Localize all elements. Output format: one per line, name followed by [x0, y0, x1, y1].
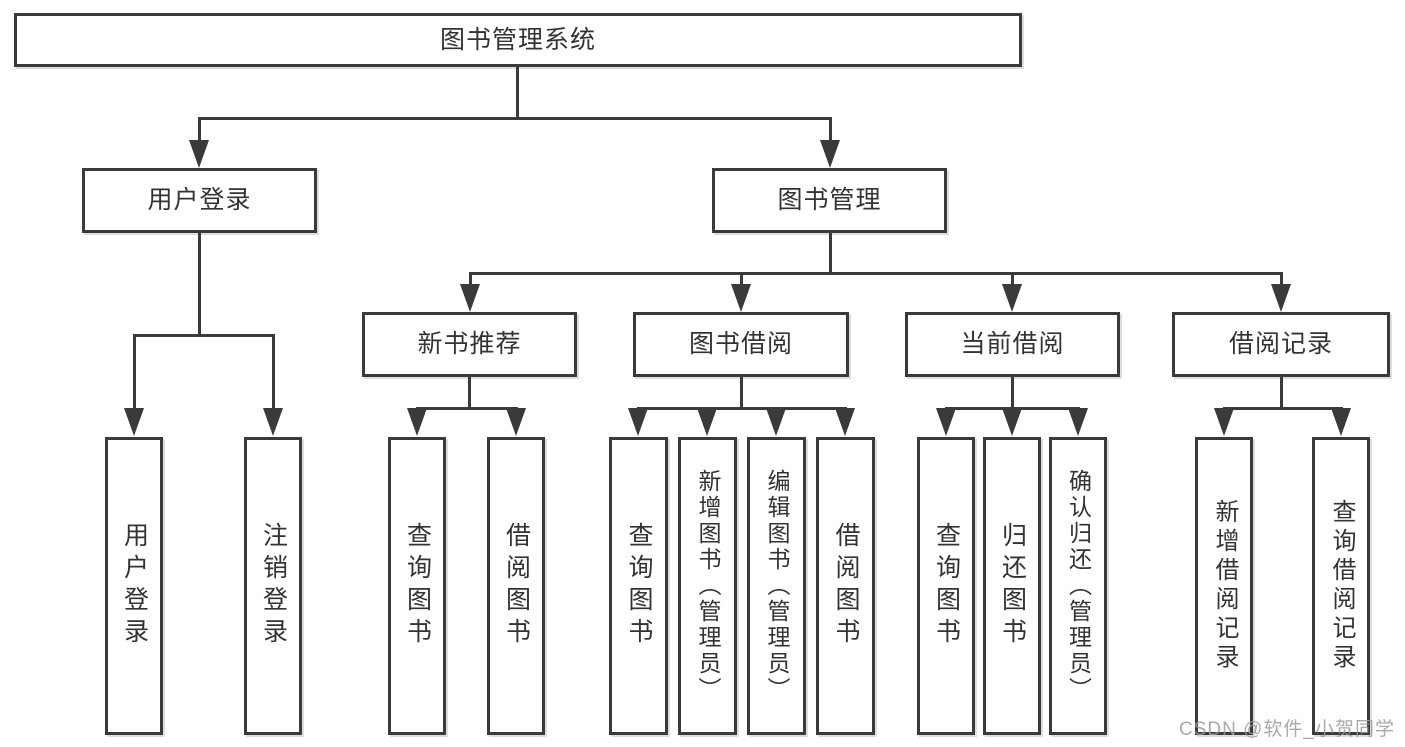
connector-line [1280, 377, 1283, 409]
node-new-book-recommend: 新书推荐 [362, 312, 577, 377]
connector-line [1011, 272, 1014, 286]
leaf-newbook-borrow-books: 借阅图书 [487, 437, 545, 735]
connector-line [133, 334, 275, 337]
connector-line [469, 272, 472, 286]
arrow-down-icon [1002, 284, 1022, 312]
arrow-down-icon [766, 408, 786, 436]
connector-line [133, 334, 136, 410]
connector-line [272, 334, 275, 410]
leaf-current-return-books: 归还图书 [983, 437, 1041, 735]
leaf-borrow-query-books: 查询图书 [609, 437, 668, 735]
connector-line [468, 377, 471, 409]
arrow-down-icon [628, 408, 648, 436]
leaf-borrow-edit-books-admin: 编辑图书（管理员） [747, 437, 806, 735]
connector-line [516, 67, 519, 119]
connector-line [829, 233, 832, 274]
connector-line [740, 272, 743, 286]
node-book-borrow: 图书借阅 [633, 312, 849, 377]
arrow-down-icon [189, 140, 209, 168]
connector-line [198, 117, 201, 143]
leaf-current-confirm-return-admin: 确认归还（管理员） [1049, 437, 1107, 735]
connector-line [1011, 377, 1014, 409]
arrow-down-icon [460, 284, 480, 312]
arrow-down-icon [506, 408, 526, 436]
arrow-down-icon [124, 408, 144, 436]
arrow-down-icon [936, 408, 956, 436]
leaf-borrow-add-books-admin: 新增图书（管理员） [678, 437, 737, 735]
node-user-login: 用户登录 [82, 168, 317, 233]
connector-line [416, 407, 518, 410]
node-root: 图书管理系统 [14, 13, 1022, 67]
connector-line [829, 117, 832, 143]
leaf-record-add-borrow-record: 新增借阅记录 [1195, 437, 1253, 735]
arrow-down-icon [1214, 408, 1234, 436]
leaf-newbook-query-books: 查询图书 [388, 437, 446, 735]
arrow-down-icon [1331, 408, 1351, 436]
arrow-down-icon [731, 284, 751, 312]
connector-line [198, 233, 201, 336]
arrow-down-icon [697, 408, 717, 436]
arrow-down-icon [1002, 408, 1022, 436]
connector-line [637, 407, 847, 410]
leaf-current-query-books: 查询图书 [917, 437, 975, 735]
leaf-borrow-borrow-books: 借阅图书 [816, 437, 875, 735]
arrow-down-icon [835, 408, 855, 436]
leaf-user-login: 用户登录 [105, 437, 163, 735]
connector-line [198, 117, 831, 120]
leaf-logout: 注销登录 [244, 437, 302, 735]
node-borrow-record: 借阅记录 [1172, 312, 1390, 377]
node-book-management: 图书管理 [712, 168, 947, 233]
connector-line [469, 272, 1282, 275]
connector-line [1280, 272, 1283, 286]
connector-line [1223, 407, 1343, 410]
arrow-down-icon [263, 408, 283, 436]
csdn-watermark: CSDN @软件_小贺同学 [1179, 719, 1395, 740]
arrow-down-icon [1068, 408, 1088, 436]
arrow-down-icon [820, 140, 840, 168]
arrow-down-icon [407, 408, 427, 436]
node-current-borrow: 当前借阅 [905, 312, 1120, 377]
leaf-record-query-borrow-record: 查询借阅记录 [1312, 437, 1370, 735]
connector-line [740, 377, 743, 409]
arrow-down-icon [1271, 284, 1291, 312]
